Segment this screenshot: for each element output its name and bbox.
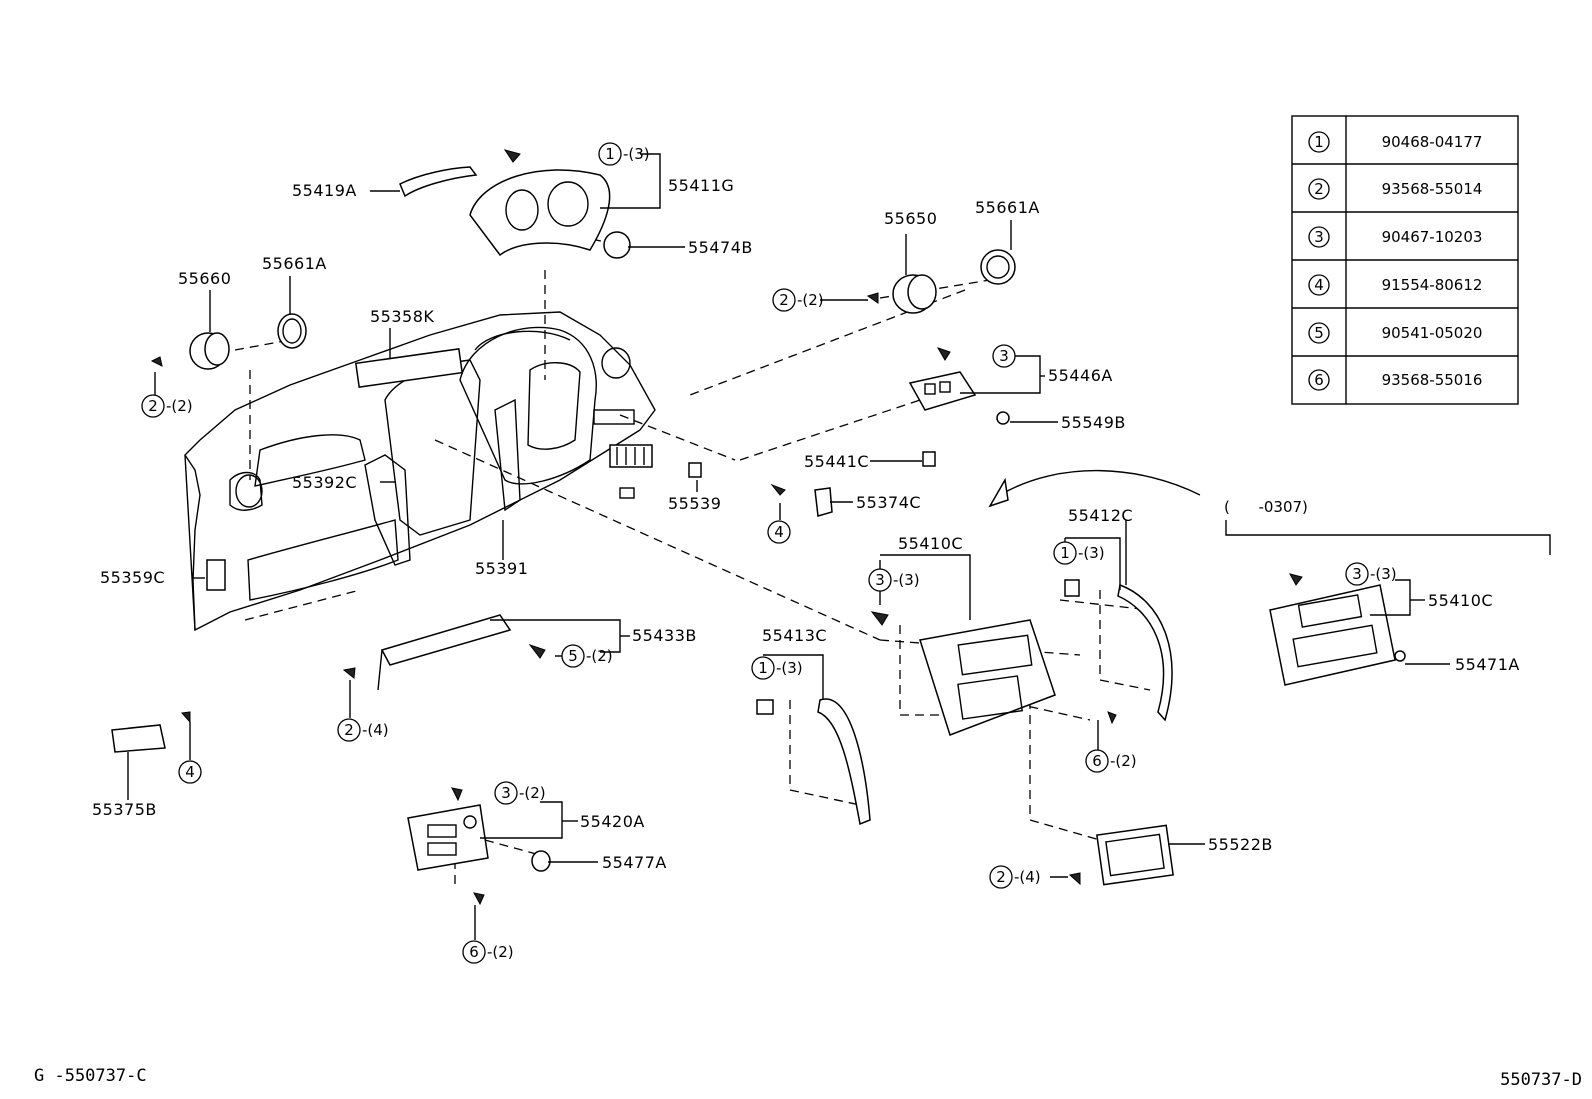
part-labels: 55411G 55419A 55474B 55650 55661A 55660 … [92, 176, 1520, 872]
table-row: 1 90468-04177 [1308, 131, 1483, 153]
label-55411G: 55411G [668, 176, 734, 195]
callout: 2 -(2) [141, 394, 193, 418]
callout: 3 -(2) [494, 781, 546, 805]
label-55474B: 55474B [688, 238, 753, 257]
svg-text:-(2): -(2) [166, 397, 193, 415]
svg-text:-(2): -(2) [487, 943, 514, 961]
svg-text:-(2): -(2) [519, 784, 546, 802]
callout: 2 -(4) [989, 865, 1041, 889]
callout: 1 -(3) [751, 656, 803, 680]
callout: 3 -(3) [1345, 562, 1397, 586]
components [111, 149, 1406, 906]
table-row: 4 91554-80612 [1308, 274, 1483, 296]
table-ref: 4 [1314, 276, 1324, 294]
table-row: 2 93568-55014 [1308, 178, 1483, 200]
label-55359C: 55359C [100, 568, 165, 587]
callout: 5 -(2) [561, 644, 613, 668]
table-part-number: 90467-10203 [1382, 228, 1483, 246]
svg-text:6: 6 [1092, 752, 1102, 770]
svg-text:-(4): -(4) [1014, 868, 1041, 886]
svg-text:2: 2 [148, 397, 158, 415]
svg-text:6: 6 [469, 943, 479, 961]
table-ref: 6 [1314, 371, 1324, 389]
table-row: 3 90467-10203 [1308, 226, 1483, 248]
svg-text:2: 2 [344, 721, 354, 739]
table-part-number: 91554-80612 [1382, 276, 1483, 294]
label-55410C-inset: 55410C [1428, 591, 1493, 610]
svg-text:2: 2 [779, 291, 789, 309]
inset-range: ( -0307) [1224, 498, 1308, 516]
label-55392C: 55392C [292, 473, 357, 492]
label-55375B: 55375B [92, 800, 157, 819]
table-part-number: 93568-55014 [1382, 180, 1483, 198]
svg-text:-(3): -(3) [1078, 544, 1105, 562]
svg-text:3: 3 [501, 784, 511, 802]
table-row: 6 93568-55016 [1308, 369, 1483, 391]
label-55539: 55539 [668, 494, 721, 513]
label-55661A-right: 55661A [975, 198, 1040, 217]
table-ref: 1 [1314, 133, 1324, 151]
footer-right-code: 550737-D [1500, 1070, 1582, 1090]
table-ref: 2 [1314, 180, 1324, 198]
callouts: 1 -(3) 2 -(2) 2 -(2) 3 4 3 -(3) [141, 142, 1397, 964]
svg-text:4: 4 [774, 523, 784, 541]
svg-text:-(2): -(2) [797, 291, 824, 309]
label-55446A: 55446A [1048, 366, 1113, 385]
callout: 1 -(3) [598, 142, 650, 166]
svg-text:-(3): -(3) [1370, 565, 1397, 583]
label-55412C: 55412C [1068, 506, 1133, 525]
callout: 3 -(3) [868, 568, 920, 592]
label-55410C-center: 55410C [898, 534, 963, 553]
svg-text:-(3): -(3) [776, 659, 803, 677]
footer-left-code: G -550737-C [34, 1066, 147, 1086]
svg-text:-(2): -(2) [586, 647, 613, 665]
solid-leaders [127, 153, 1551, 940]
table-part-number: 90468-04177 [1382, 133, 1483, 151]
svg-text:-(3): -(3) [893, 571, 920, 589]
svg-text:4: 4 [185, 763, 195, 781]
label-55441C: 55441C [804, 452, 869, 471]
label-55650: 55650 [884, 209, 937, 228]
callout: 2 -(4) [337, 718, 389, 742]
callout: 6 -(2) [1085, 749, 1137, 773]
label-55374C: 55374C [856, 493, 921, 512]
svg-text:-(4): -(4) [362, 721, 389, 739]
callout: 4 [767, 520, 791, 544]
table-ref: 5 [1314, 324, 1324, 342]
svg-text:1: 1 [605, 145, 615, 163]
label-55420A: 55420A [580, 812, 645, 831]
callout: 2 -(2) [772, 288, 824, 312]
callout: 3 [992, 344, 1016, 368]
table-row: 5 90541-05020 [1308, 322, 1483, 344]
label-55471A: 55471A [1455, 655, 1520, 674]
table-part-number: 90541-05020 [1382, 324, 1483, 342]
label-55413C: 55413C [762, 626, 827, 645]
label-55522B: 55522B [1208, 835, 1273, 854]
label-55477A: 55477A [602, 853, 667, 872]
svg-text:3: 3 [999, 347, 1009, 365]
label-55660: 55660 [178, 269, 231, 288]
callout: 6 -(2) [462, 940, 514, 964]
label-55358K: 55358K [370, 307, 434, 326]
label-55433B: 55433B [632, 626, 697, 645]
svg-text:3: 3 [875, 571, 885, 589]
svg-text:3: 3 [1352, 565, 1362, 583]
svg-text:1: 1 [758, 659, 768, 677]
svg-text:-(3): -(3) [623, 145, 650, 163]
table-part-number: 93568-55016 [1382, 371, 1483, 389]
label-55419A: 55419A [292, 181, 357, 200]
svg-text:1: 1 [1060, 544, 1070, 562]
label-55391: 55391 [475, 559, 528, 578]
table-ref: 3 [1314, 228, 1324, 246]
instrument-panel-drawing [184, 311, 702, 632]
svg-text:2: 2 [996, 868, 1006, 886]
label-55549B: 55549B [1061, 413, 1126, 432]
svg-text:5: 5 [568, 647, 578, 665]
callout: 1 -(3) [1053, 541, 1105, 565]
label-55661A-left: 55661A [262, 254, 327, 273]
callout: 4 [178, 760, 202, 784]
svg-text:-(2): -(2) [1110, 752, 1137, 770]
fastener-table: 1 90468-04177 2 93568-55014 3 90467-1020… [1291, 115, 1519, 405]
